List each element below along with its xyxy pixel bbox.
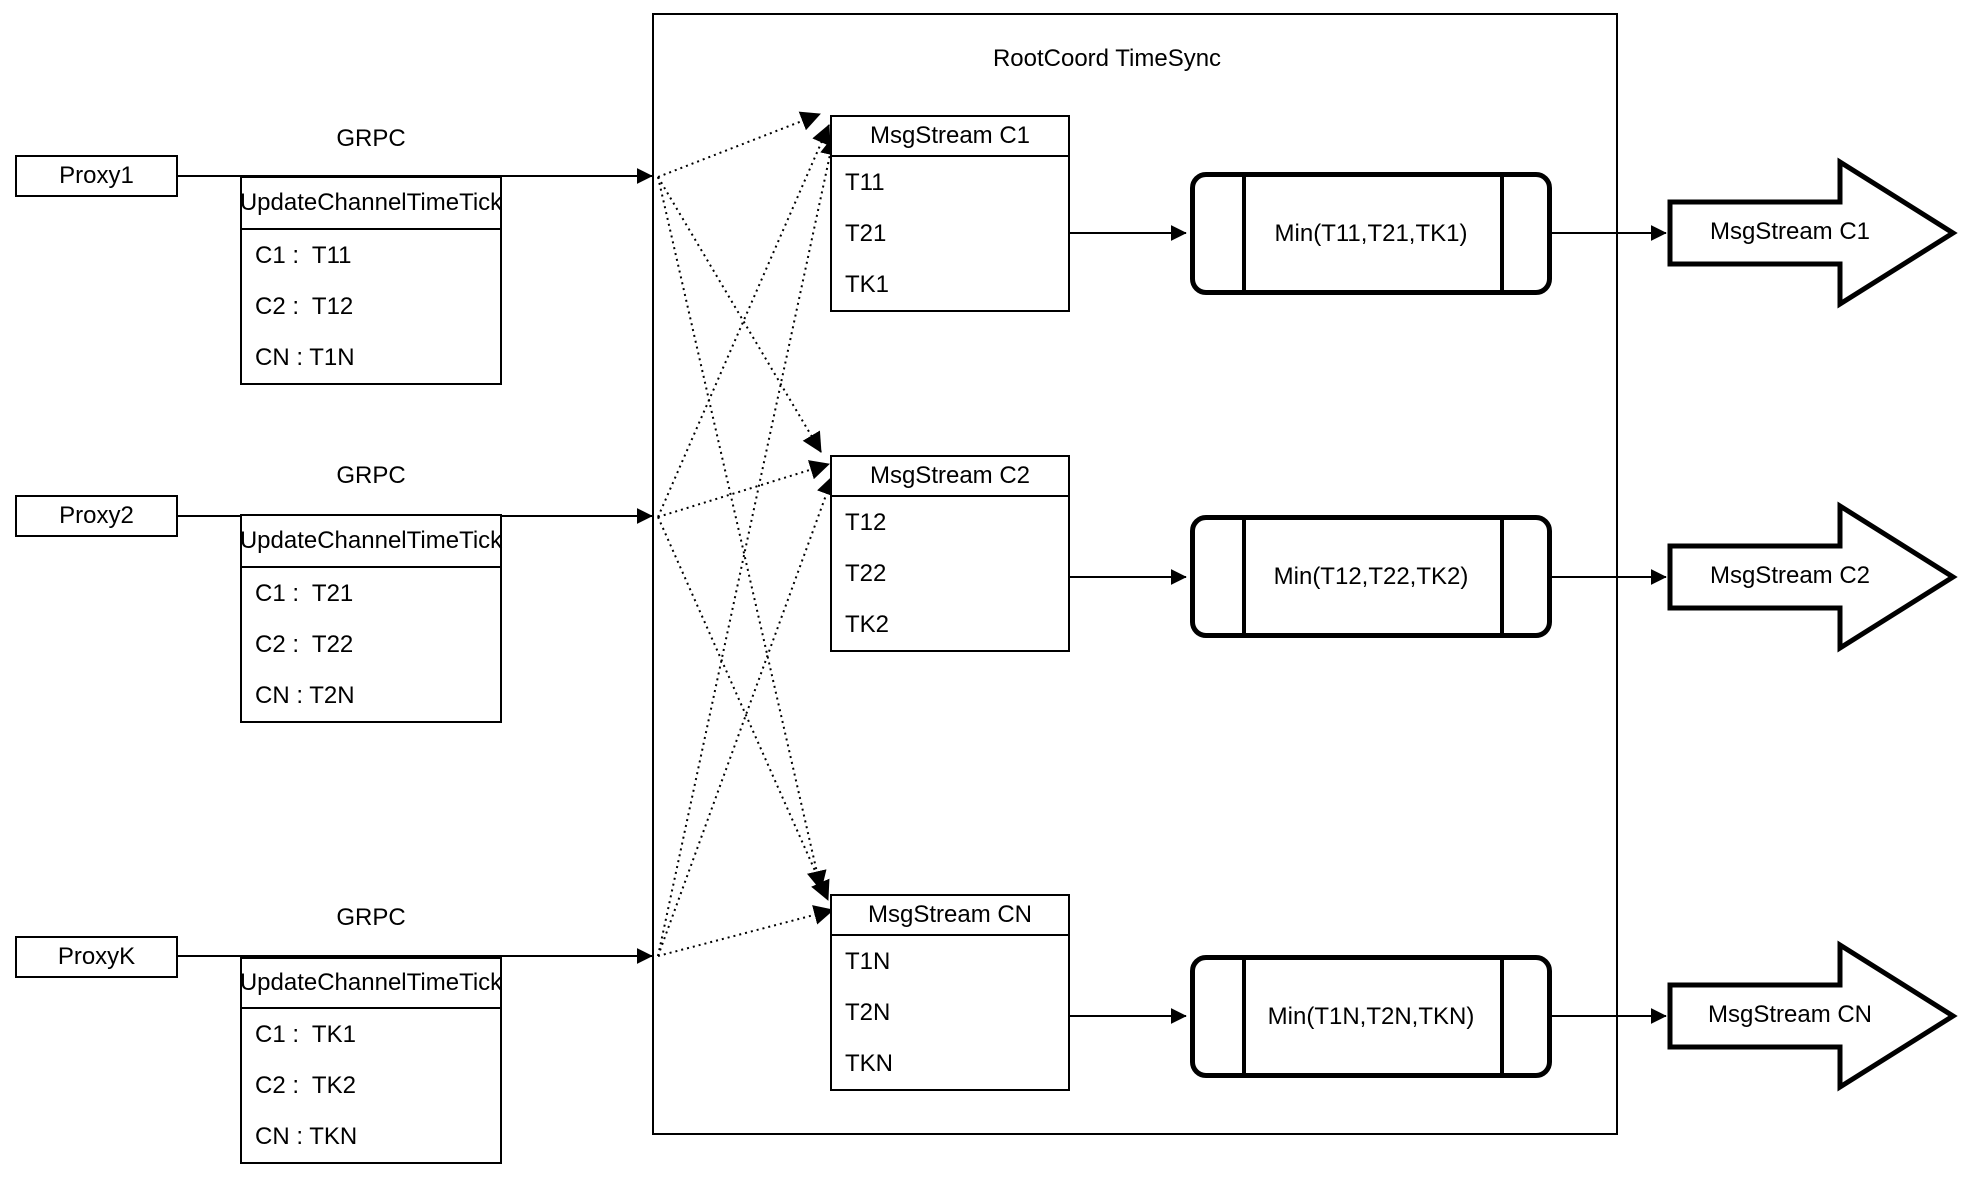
table-row: TK2: [845, 610, 890, 638]
proxyk-update-table: UpdateChannelTimeTick C1 : TK1 C2 : TK2 …: [240, 957, 502, 1164]
connector-dotted-proxy1-c2: [657, 176, 822, 453]
msgstream-c2-header: MsgStream C2: [832, 457, 1068, 497]
msgstream-cn-buffer-table: MsgStream CN T1N T2N TKN: [830, 894, 1070, 1091]
table-row: T21: [845, 219, 887, 247]
connector-dotted-proxy2-c2: [657, 460, 830, 518]
table-row: C1 : T11: [255, 241, 352, 269]
connector-dotted-proxyk-c1: [657, 135, 840, 957]
proxy1-grpc-label: GRPC: [336, 125, 406, 152]
proxy1-table-header: UpdateChannelTimeTick: [240, 178, 502, 230]
table-row: T12: [845, 508, 887, 536]
table-row: T11: [845, 168, 885, 196]
output-arrow-c2: [1667, 501, 1958, 653]
proxyk-box: ProxyK: [15, 936, 178, 978]
table-row: C2 : TK2: [255, 1071, 356, 1099]
min-label-c1: Min(T11,T21,TK1): [1274, 219, 1468, 247]
min-box-c1: Min(T11,T21,TK1): [1190, 172, 1552, 295]
min-label-c2: Min(T12,T22,TK2): [1273, 562, 1469, 590]
table-row: T22: [845, 559, 887, 587]
output-arrow-label-c2: MsgStream C2: [1709, 562, 1871, 589]
table-row: TK1: [845, 270, 890, 298]
min-box-cn: Min(T1N,T2N,TKN): [1190, 955, 1552, 1078]
table-row: C1 : TK1: [255, 1020, 356, 1048]
table-row: CN : T1N: [255, 343, 355, 371]
min-label-cn: Min(T1N,T2N,TKN): [1267, 1002, 1475, 1030]
min-box-right-divider: [1500, 177, 1504, 290]
proxyk-table-header: UpdateChannelTimeTick: [240, 959, 502, 1009]
table-row: C1 : T21: [255, 579, 354, 607]
proxy2-table-header: UpdateChannelTimeTick: [240, 516, 502, 568]
min-box-left-divider: [1242, 960, 1246, 1073]
output-arrow-label-cn: MsgStream CN: [1707, 1001, 1873, 1028]
table-row: T2N: [845, 998, 891, 1026]
proxy1-label: Proxy1: [59, 162, 134, 189]
table-row: TKN: [845, 1049, 893, 1077]
output-arrow-c1: [1667, 157, 1958, 309]
min-box-right-divider: [1500, 520, 1504, 633]
min-box-c2: Min(T12,T22,TK2): [1190, 515, 1552, 638]
min-box-right-divider: [1500, 960, 1504, 1073]
table-row: CN : T2N: [255, 681, 355, 709]
output-arrow-cn: [1667, 940, 1958, 1092]
connector-dotted-proxyk-c2: [657, 475, 836, 957]
proxy1-update-table: UpdateChannelTimeTick C1 : T11 C2 : T12 …: [240, 176, 502, 385]
msgstream-c1-buffer-table: MsgStream C1 T11 T21 TK1: [830, 115, 1070, 312]
proxyk-label: ProxyK: [57, 943, 136, 970]
min-box-left-divider: [1242, 177, 1246, 290]
msgstream-cn-header: MsgStream CN: [832, 896, 1068, 936]
connector-dotted-proxy1-cn: [657, 176, 827, 891]
proxy2-update-table: UpdateChannelTimeTick C1 : T21 C2 : T22 …: [240, 514, 502, 723]
proxyk-grpc-label: GRPC: [336, 904, 406, 931]
proxy2-grpc-label: GRPC: [336, 462, 406, 489]
rootcoord-timesync-title: RootCoord TimeSync: [992, 45, 1222, 72]
table-row: C2 : T12: [255, 292, 354, 320]
msgstream-c1-header: MsgStream C1: [832, 117, 1068, 157]
table-row: C2 : T22: [255, 630, 354, 658]
msgstream-c2-buffer-table: MsgStream C2 T12 T22 TK2: [830, 455, 1070, 652]
proxy2-box: Proxy2: [15, 495, 178, 537]
connector-dotted-proxy1-c1: [657, 111, 821, 178]
connector-dotted-proxy2-c1: [657, 124, 831, 518]
connector-dotted-proxyk-cn: [657, 905, 834, 957]
connector-dotted-proxy2-cn: [657, 516, 830, 901]
output-arrow-label-c1: MsgStream C1: [1709, 218, 1871, 245]
table-row: T1N: [845, 947, 891, 975]
min-box-left-divider: [1242, 520, 1246, 633]
proxy1-box: Proxy1: [15, 155, 178, 197]
proxy2-label: Proxy2: [59, 502, 134, 529]
table-row: CN : TKN: [255, 1122, 358, 1150]
